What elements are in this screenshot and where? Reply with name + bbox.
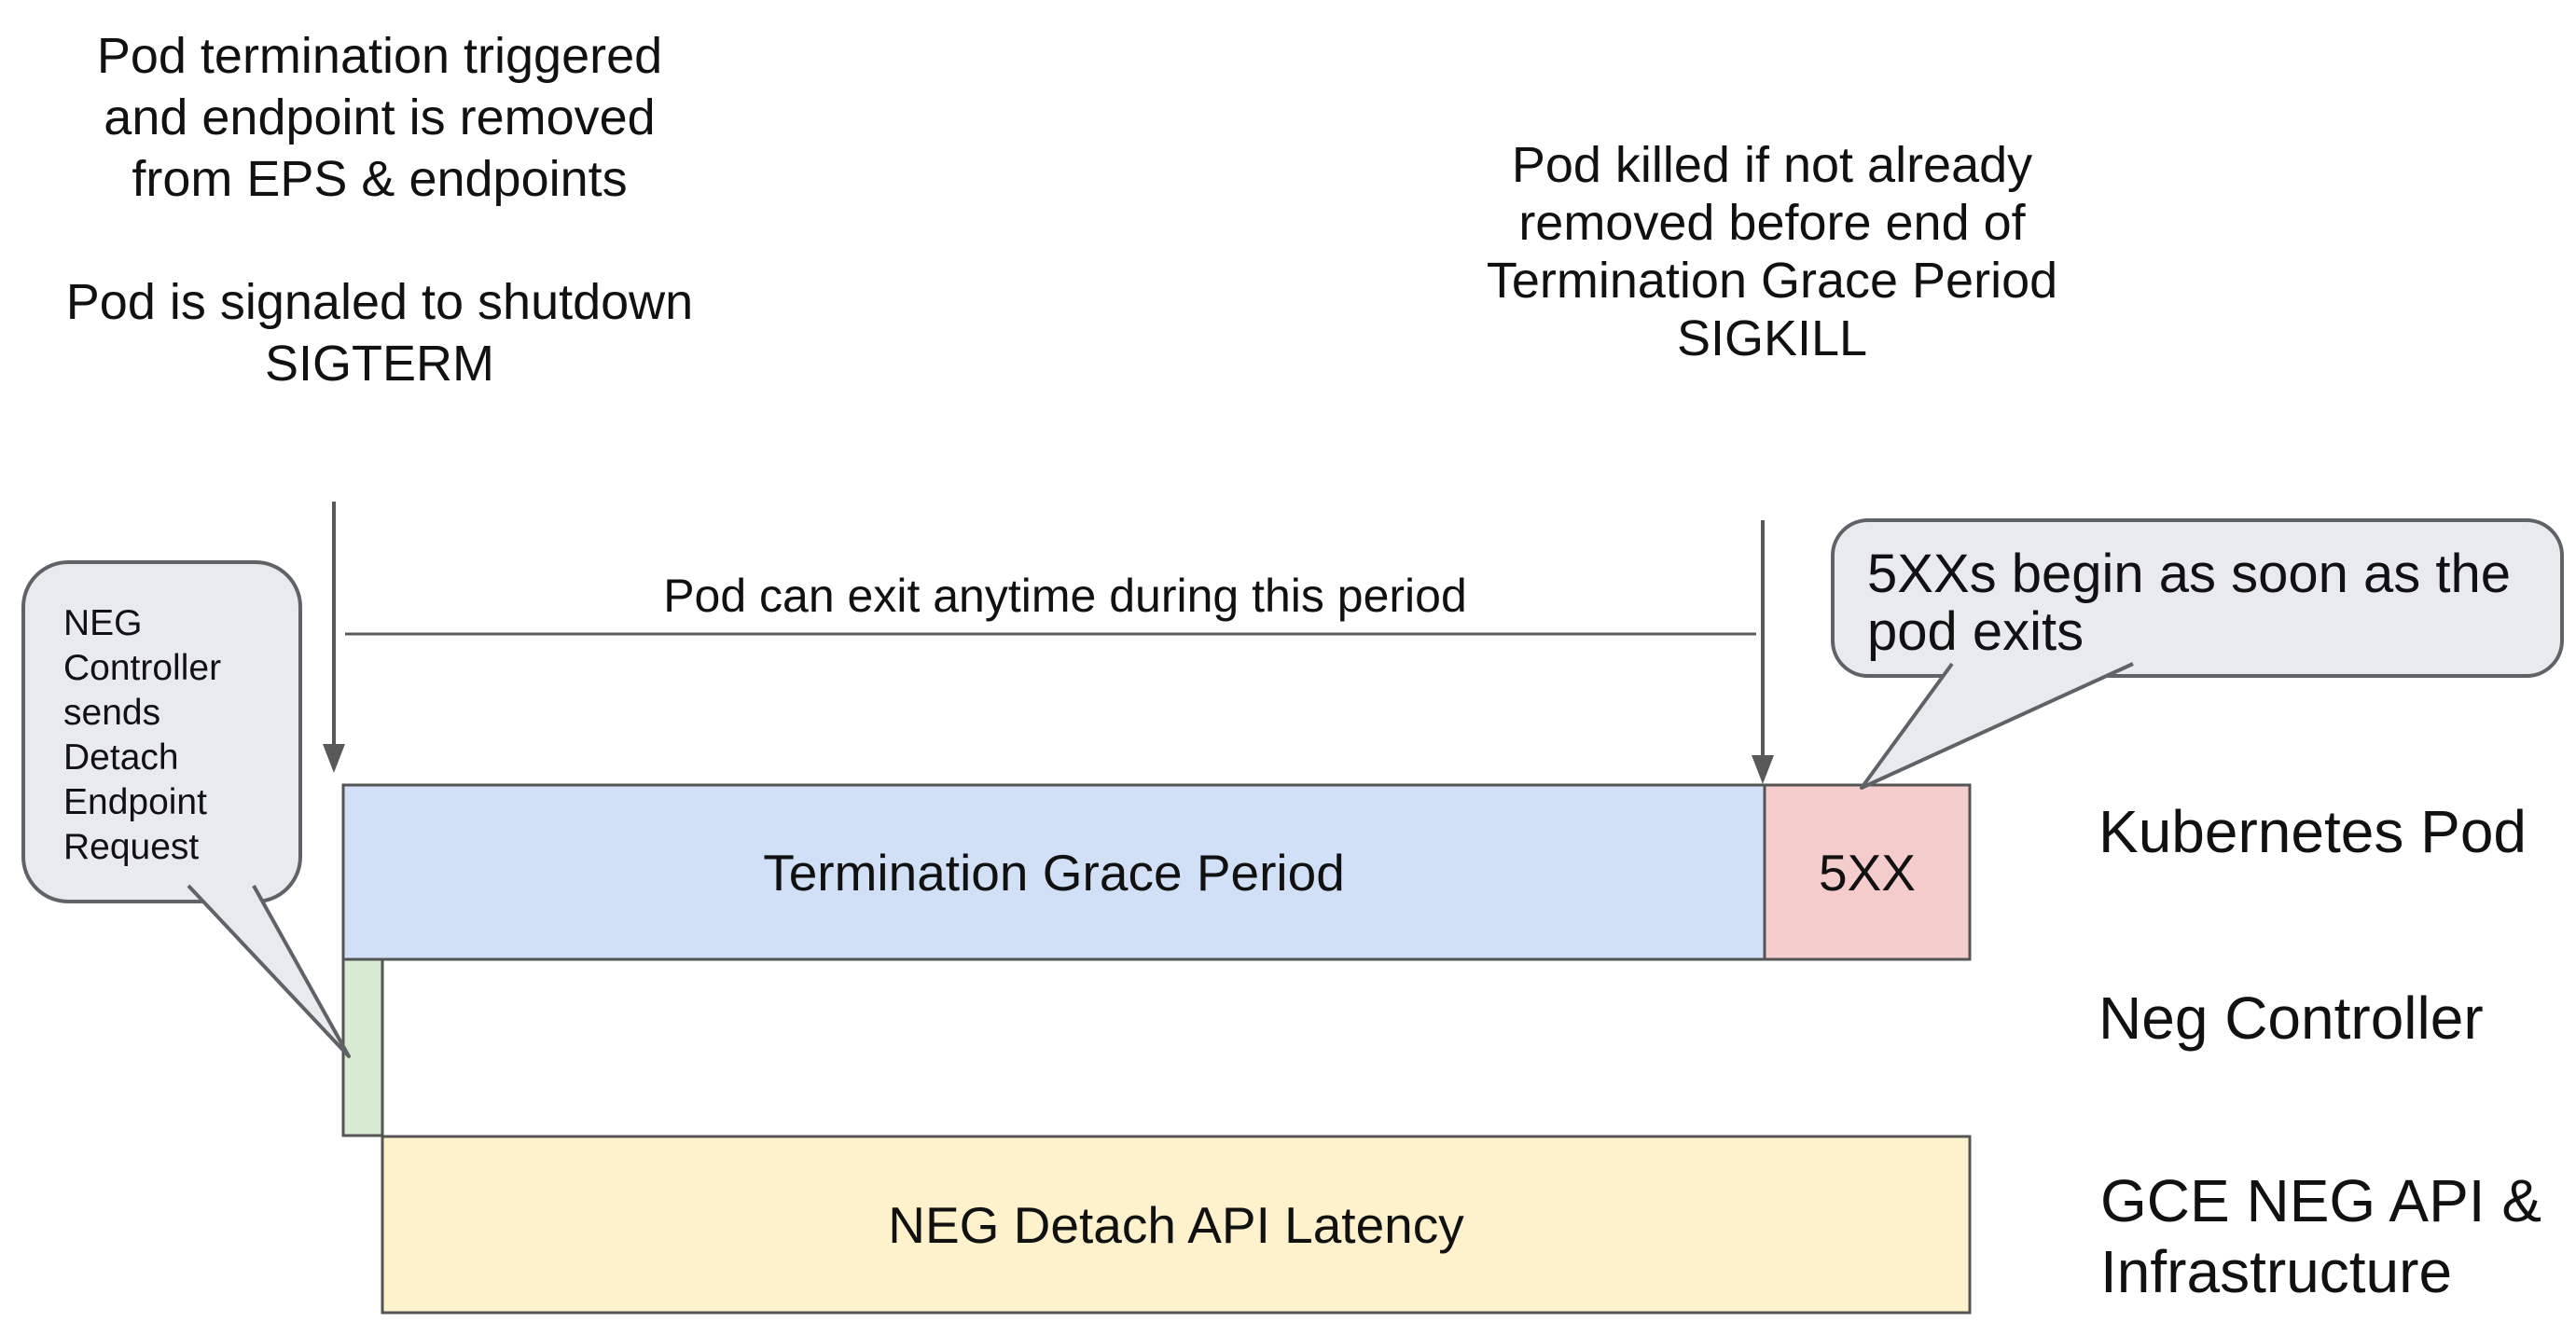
right-callout-bubble (1831, 518, 2564, 678)
sigkill-arrowhead-icon (1752, 755, 1774, 784)
left-callout-bubble (21, 560, 302, 903)
termination-grace-period-bar (341, 783, 1766, 961)
termination-grace-period-label: Termination Grace Period (763, 843, 1345, 902)
pod-termination-annotation: Pod termination triggered and endpoint i… (65, 28, 694, 392)
left-callout-text: NEG Controller sends Detach Endpoint Req… (63, 603, 222, 867)
pod-killed-annotation: Pod killed if not already removed before… (1486, 137, 2058, 366)
five-xx-label: 5XX (1819, 843, 1916, 902)
lane-label-neg-controller: Neg Controller (2098, 985, 2484, 1052)
neg-controller-bar (341, 957, 384, 1137)
exit-window-label: Pod can exit anytime during this period (663, 570, 1467, 622)
lane-label-kubernetes-pod: Kubernetes Pod (2098, 798, 2527, 865)
right-callout-tail (1860, 662, 2134, 790)
right-callout-text: 5XXs begin as soon as the pod exits (1867, 544, 2512, 662)
left-callout-tail (187, 884, 351, 1058)
neg-detach-latency-label: NEG Detach API Latency (888, 1195, 1464, 1254)
sigterm-arrowhead-icon (323, 744, 345, 773)
neg-detach-latency-bar (381, 1135, 1972, 1315)
lane-label-gce-neg-api: GCE NEG API & Infrastructure (2100, 1167, 2542, 1305)
five-xx-bar (1763, 783, 1972, 961)
